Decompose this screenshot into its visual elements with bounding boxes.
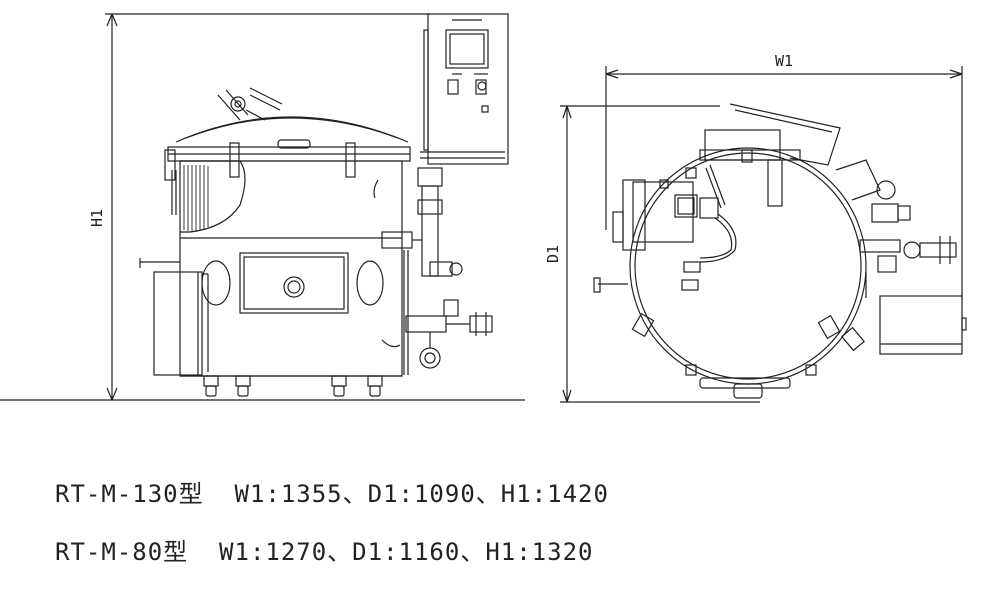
motor-box xyxy=(153,271,203,376)
casters xyxy=(203,375,383,397)
w1-dimension xyxy=(605,66,963,300)
side-view xyxy=(0,13,525,401)
sight-glass-right xyxy=(356,260,384,306)
w1-label: W1 xyxy=(775,52,793,70)
vessel-circle-outer xyxy=(629,147,867,385)
lid-valve xyxy=(217,87,283,121)
spec-line-rt-m-130: RT-M-130型 W1:1355、D1:1090、H1:1420 xyxy=(55,480,609,508)
control-panel xyxy=(420,13,509,165)
vessel-circle-inner xyxy=(634,152,862,380)
nameplate-panel xyxy=(239,252,349,314)
piping xyxy=(373,167,493,375)
top-motor-box xyxy=(879,295,963,355)
sight-glass-left xyxy=(201,260,231,306)
top-view xyxy=(560,66,967,403)
d1-label: D1 xyxy=(544,245,562,263)
lid-handle xyxy=(277,139,311,149)
vessel-body xyxy=(179,160,403,377)
pressure-gauge xyxy=(283,276,305,298)
h1-label: H1 xyxy=(88,209,106,227)
spec-line-rt-m-80: RT-M-80型 W1:1270、D1:1160、H1:1320 xyxy=(55,538,594,566)
h1-dimension xyxy=(105,13,430,401)
d1-dimension xyxy=(560,105,760,403)
